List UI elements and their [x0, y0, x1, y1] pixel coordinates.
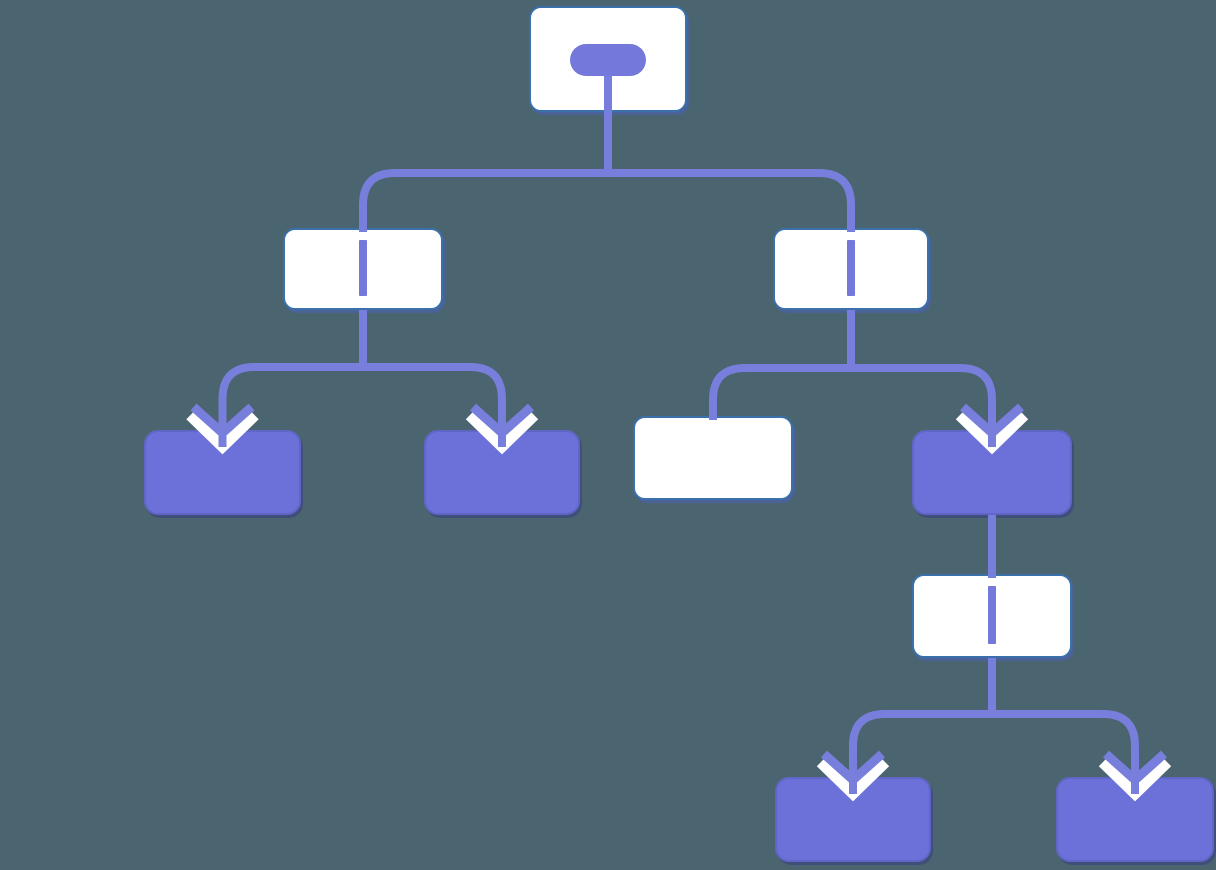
root-pill-icon [570, 44, 646, 76]
tree-node-branch-right[interactable] [773, 228, 929, 310]
tree-node-white-leaf[interactable] [633, 416, 793, 500]
tree-node-mid-branch[interactable] [912, 574, 1072, 658]
vertical-split-bar-icon [359, 240, 367, 296]
tree-node-branch-left[interactable] [283, 228, 443, 310]
tree-node-leaf-3[interactable] [775, 777, 931, 862]
tree-node-mid-purple[interactable] [912, 430, 1072, 515]
vertical-split-bar-icon [847, 240, 855, 296]
tree-node-root[interactable] [529, 6, 687, 112]
vertical-split-bar-icon [988, 586, 996, 644]
tree-node-leaf-4[interactable] [1056, 777, 1214, 862]
connector-line [359, 169, 608, 232]
tree-node-leaf-1[interactable] [144, 430, 301, 515]
tree-node-leaf-2[interactable] [424, 430, 580, 515]
connector-line [709, 364, 851, 420]
connector-line [608, 169, 855, 232]
